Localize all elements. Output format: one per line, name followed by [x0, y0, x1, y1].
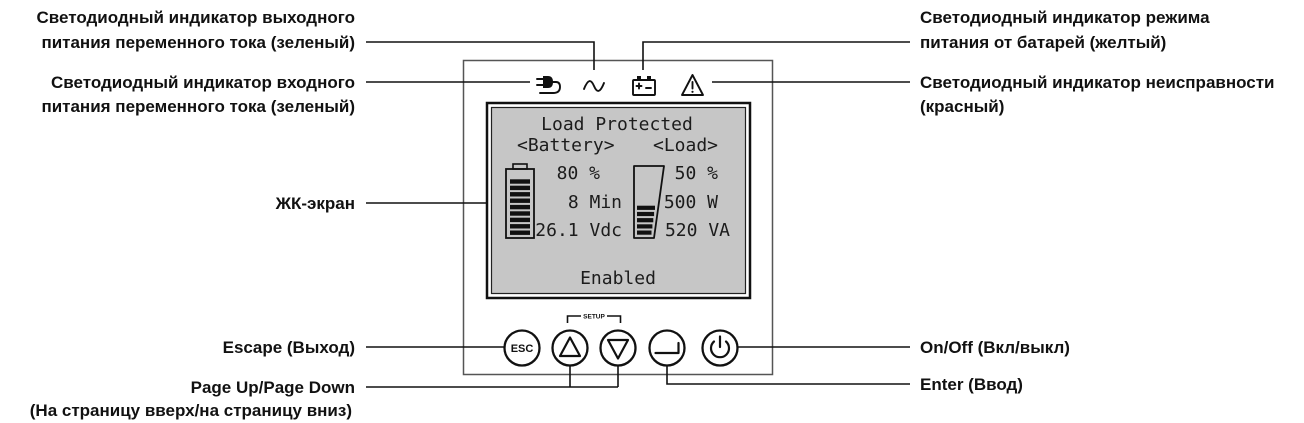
battery-gauge-bar: [510, 192, 530, 197]
leader-ac-output-led: [366, 41, 595, 70]
up-triangle-icon: [558, 336, 582, 358]
down-triangle-icon: [606, 338, 630, 360]
enter-button: [648, 329, 686, 367]
lcd-load-power: 500 W: [664, 192, 718, 213]
battery-gauge-bar: [510, 179, 530, 184]
battery-gauge-bar: [510, 224, 530, 229]
lcd-battery-voltage: 26.1 Vdc: [535, 220, 622, 241]
lcd-battery-header: <Battery>: [517, 135, 615, 156]
lcd-battery-charge: 80 %: [557, 163, 601, 184]
battery-gauge-bar: [510, 198, 530, 203]
callout-line: On/Off (Вкл/выкл): [920, 338, 1070, 357]
battery-gauge-bar: [510, 204, 530, 210]
callout-line: (На страницу вверх/на страницу вниз): [30, 401, 352, 420]
lcd-load-apparent-power: 520 VA: [665, 220, 730, 241]
battery-gauge-bar: [510, 230, 530, 235]
lcd-load-header: <Load>: [653, 135, 718, 156]
callout-line: Светодиодный индикатор входного: [51, 73, 355, 92]
callout-escape-button: Escape (Выход): [223, 338, 355, 357]
callout-lcd-screen: ЖК-экран: [275, 194, 355, 213]
sine-wave-icon: [583, 80, 605, 92]
load-gauge-bar: [637, 205, 655, 210]
power-button: [701, 329, 739, 367]
callout-line: Enter (Ввод): [920, 375, 1023, 394]
load-gauge-bars: [637, 205, 655, 235]
battery-gauge-bar: [510, 217, 530, 223]
lcd-screen: Load Protected <Battery> <Load> 80 % 8 M…: [485, 101, 752, 300]
callout-line: питания от батарей (желтый): [920, 33, 1166, 52]
battery-gauge-icon: [505, 163, 535, 239]
lcd-load-percent: 50 %: [675, 163, 719, 184]
leader-page-buttons: [366, 366, 619, 388]
callout-line: ЖК-экран: [275, 194, 355, 213]
power-icon: [709, 335, 731, 359]
lcd-status-text: Load Protected: [541, 114, 693, 135]
plug-icon: [536, 76, 561, 94]
enter-icon: [654, 341, 680, 355]
leader-enter-button: [666, 366, 910, 385]
leader-battery-mode-led: [642, 41, 910, 70]
lcd-footer-text: Enabled: [580, 268, 656, 289]
callout-ac-input-led: Светодиодный индикатор входного питания …: [41, 73, 355, 116]
callout-ac-output-led: Светодиодный индикатор выходного питания…: [36, 8, 355, 52]
load-gauge-bar: [637, 218, 654, 223]
warning-icon: [681, 74, 704, 96]
callout-line: Светодиодный индикатор режима: [920, 8, 1210, 27]
callout-enter-button: Enter (Ввод): [920, 375, 1023, 394]
setup-bracket: SETUP: [566, 314, 622, 323]
led-indicator-row: [536, 74, 704, 96]
callout-line: Светодиодный индикатор неисправности: [920, 73, 1275, 92]
esc-label: ESC: [511, 343, 534, 355]
battery-gauge-bars: [510, 179, 530, 235]
callout-line: Page Up/Page Down: [191, 378, 355, 397]
callout-line: питания переменного тока (зеленый): [41, 97, 355, 116]
callout-on-off-button: On/Off (Вкл/выкл): [920, 338, 1070, 357]
battery-gauge-bar: [510, 211, 530, 216]
page-down-button: [599, 329, 637, 367]
battery-gauge-bar: [510, 185, 530, 191]
callout-page-buttons: Page Up/Page Down (На страницу вверх/на …: [30, 378, 355, 420]
page-up-button: [551, 329, 589, 367]
load-gauge-bar: [637, 230, 652, 235]
callout-fault-led: Светодиодный индикатор неисправности (кр…: [920, 73, 1275, 116]
callout-line: (красный): [920, 97, 1004, 116]
load-gauge-icon: [633, 165, 665, 239]
leader-lines: [366, 41, 910, 388]
esc-button: ESC: [503, 329, 541, 367]
setup-label: SETUP: [583, 314, 605, 321]
load-gauge-bar: [637, 224, 653, 229]
battery-icon: [632, 76, 656, 96]
callout-line: питания переменного тока (зеленый): [41, 33, 355, 52]
callout-line: Escape (Выход): [223, 338, 355, 357]
lcd-battery-runtime: 8 Min: [568, 192, 622, 213]
load-gauge-bar: [637, 211, 655, 217]
callout-line: Светодиодный индикатор выходного: [36, 8, 355, 27]
callout-battery-mode-led: Светодиодный индикатор режима питания от…: [920, 8, 1210, 52]
